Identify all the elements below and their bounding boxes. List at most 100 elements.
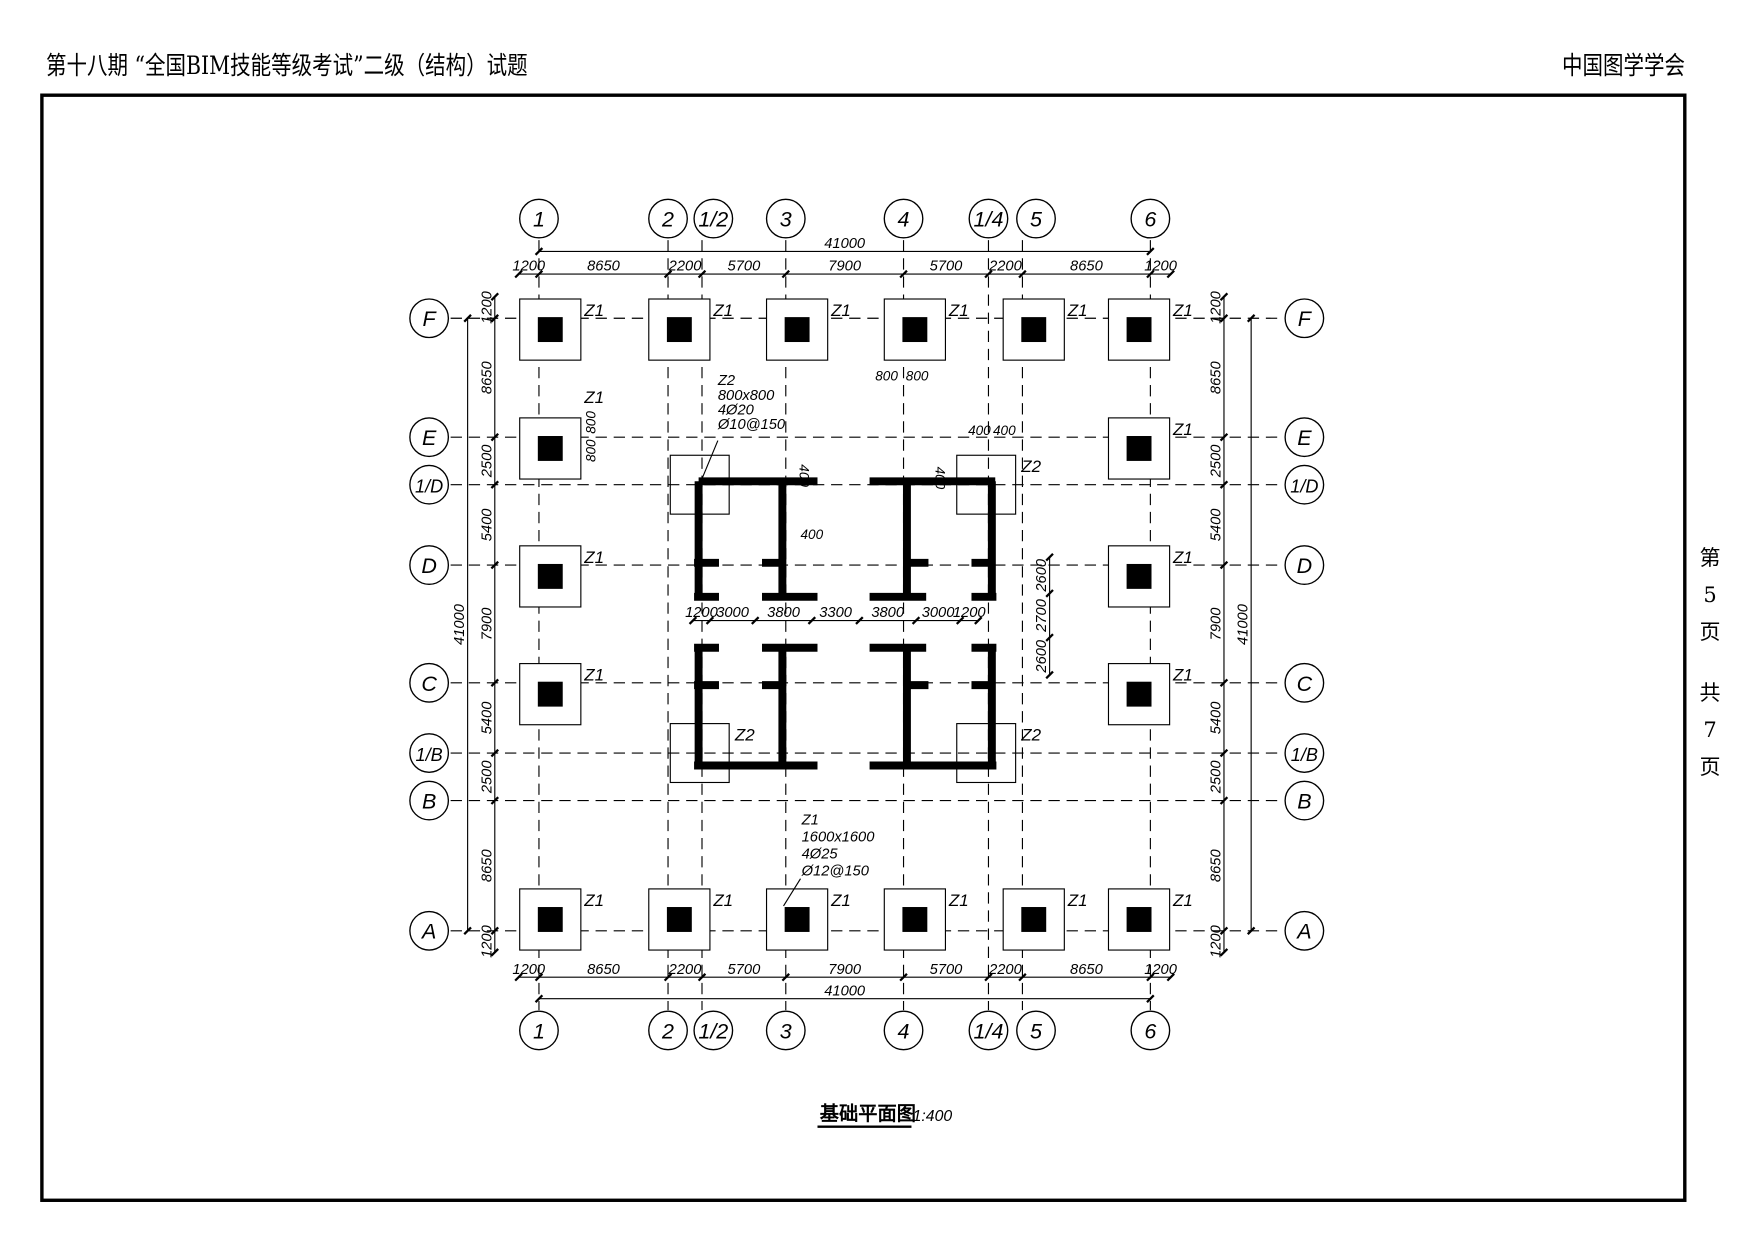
column-tag-z2: Z2 <box>1020 726 1041 745</box>
column-tag-z1: Z1 <box>948 301 969 320</box>
dim-bottom-text: 2200 <box>988 962 1023 978</box>
total-prefix: 共 <box>1699 681 1721 705</box>
axis-bubble <box>1284 662 1325 703</box>
dim-right-overall-text: 41000 <box>1236 603 1252 645</box>
z1-note-size: 1600x1600 <box>802 829 876 845</box>
column-z1 <box>537 317 563 343</box>
axis-bubble <box>1284 417 1325 458</box>
z1-note-rebar: 4Ø25 <box>802 846 839 862</box>
column-tag-z1: Z1 <box>830 301 851 320</box>
dim-core-tick <box>911 616 921 625</box>
axis-label-column: 6 <box>1144 208 1156 232</box>
axis-bubble <box>519 1010 559 1051</box>
z2-note-name: Z2 <box>717 373 735 389</box>
dim-top-tick <box>899 269 908 279</box>
axis-label-row: 1/B <box>416 745 443 765</box>
dim-left-overall-text: 41000 <box>452 603 468 645</box>
column-tag-z1: Z1 <box>1067 891 1088 910</box>
dim-bottom-text: 8650 <box>1070 962 1104 978</box>
offset-dim-text: 400 <box>993 423 1016 438</box>
dim-bottom-tick <box>663 973 673 982</box>
dim-left-text: 2500 <box>479 760 495 795</box>
axis-bubble <box>765 1010 806 1051</box>
axis-label-column: 4 <box>898 1019 910 1043</box>
column-z1 <box>902 317 928 343</box>
column-tag-z1: Z1 <box>1172 420 1193 439</box>
dim-left-overall-tick <box>463 926 472 936</box>
axis-label-row: 1/D <box>1290 477 1318 497</box>
axis-bubble <box>1284 464 1325 505</box>
dim-right-text: 7900 <box>1209 607 1225 641</box>
axis-bubble <box>693 1010 734 1051</box>
axis-label-column: 1 <box>533 1019 545 1043</box>
dim-top-text: 8650 <box>587 259 621 275</box>
dim-right-text: 1200 <box>1209 924 1225 958</box>
z1-note-stirrup: Ø12@150 <box>801 863 870 879</box>
column-tag-z1: Z1 <box>1172 666 1193 685</box>
total-pages: 7 <box>1703 718 1717 742</box>
dim-core-vertical-tick <box>1045 670 1054 680</box>
dim-core-vertical-tick <box>1045 633 1054 642</box>
page-number: 5 <box>1703 583 1717 607</box>
dim-left-tick <box>490 292 499 301</box>
dim-right-text: 1200 <box>1209 290 1225 324</box>
axis-label-column: 3 <box>780 208 792 232</box>
dim-bottom-text: 5700 <box>728 962 762 978</box>
dim-right-tick <box>1219 926 1229 936</box>
footing-z2 <box>956 723 1017 784</box>
dim-top-text: 5700 <box>930 259 964 275</box>
axis-bubble <box>1284 780 1325 821</box>
dim-left-text: 8650 <box>479 849 495 883</box>
axis-bubble <box>693 198 734 239</box>
dim-core-text: 3300 <box>819 605 853 621</box>
dim-left-text: 7900 <box>479 607 495 641</box>
dim-core-text: 3800 <box>767 605 801 621</box>
dim-top-overall-text: 41000 <box>824 236 866 252</box>
axis-bubble <box>648 1010 688 1051</box>
column-tag-z1: Z1 <box>583 301 604 320</box>
dim-right-tick <box>1219 678 1229 688</box>
axis-label-column: 1/2 <box>698 208 728 232</box>
column-z1 <box>1021 317 1047 343</box>
dim-top-tick <box>663 269 673 279</box>
dim-bottom-overall-text: 41000 <box>824 983 866 999</box>
dim-left-overall-tick <box>463 314 472 323</box>
dim-right-tick <box>1219 292 1229 301</box>
dim-bottom-overall-tick <box>534 994 544 1003</box>
dim-core-vertical-text: 2700 <box>1034 598 1050 633</box>
axis-bubble <box>1130 198 1171 239</box>
axis-label-row: C <box>1297 672 1313 696</box>
dim-core-vertical-text: 2600 <box>1034 639 1050 674</box>
dim-core-tick <box>974 616 983 625</box>
axis-bubble <box>968 1010 1009 1051</box>
axis-label-column: 5 <box>1030 208 1043 232</box>
axis-label-row: F <box>1298 307 1313 331</box>
dim-right-tick <box>1219 796 1229 805</box>
offset-dim-text: 800 <box>875 369 898 384</box>
column-z1 <box>1126 907 1152 932</box>
dim-top-tick <box>1018 269 1027 279</box>
axis-bubble <box>409 464 450 505</box>
dim-left-tick <box>490 480 499 489</box>
dim-top-tick <box>697 269 707 279</box>
dim-left-tick <box>490 678 499 688</box>
dim-top-tick <box>1146 269 1155 279</box>
dim-right-text: 2500 <box>1209 444 1225 479</box>
offset-dim-text: 800 <box>906 369 929 384</box>
axis-label-row: E <box>422 426 437 450</box>
column-z1 <box>784 317 810 343</box>
dim-left-text: 5400 <box>479 508 495 542</box>
dim-left-tick <box>490 948 499 957</box>
axis-bubble <box>883 1010 924 1051</box>
column-z1 <box>537 907 563 932</box>
dim-left-tick <box>490 560 499 570</box>
axis-bubble <box>1284 910 1325 951</box>
footing-z1 <box>1107 888 1171 951</box>
column-tag-z1: Z1 <box>1067 301 1088 320</box>
dim-top-text: 1200 <box>512 259 546 275</box>
dim-core-vertical-tick <box>1045 589 1054 598</box>
offset-dim-text: 800 <box>584 411 599 434</box>
z2-note-rebar: 4Ø20 <box>718 402 755 418</box>
